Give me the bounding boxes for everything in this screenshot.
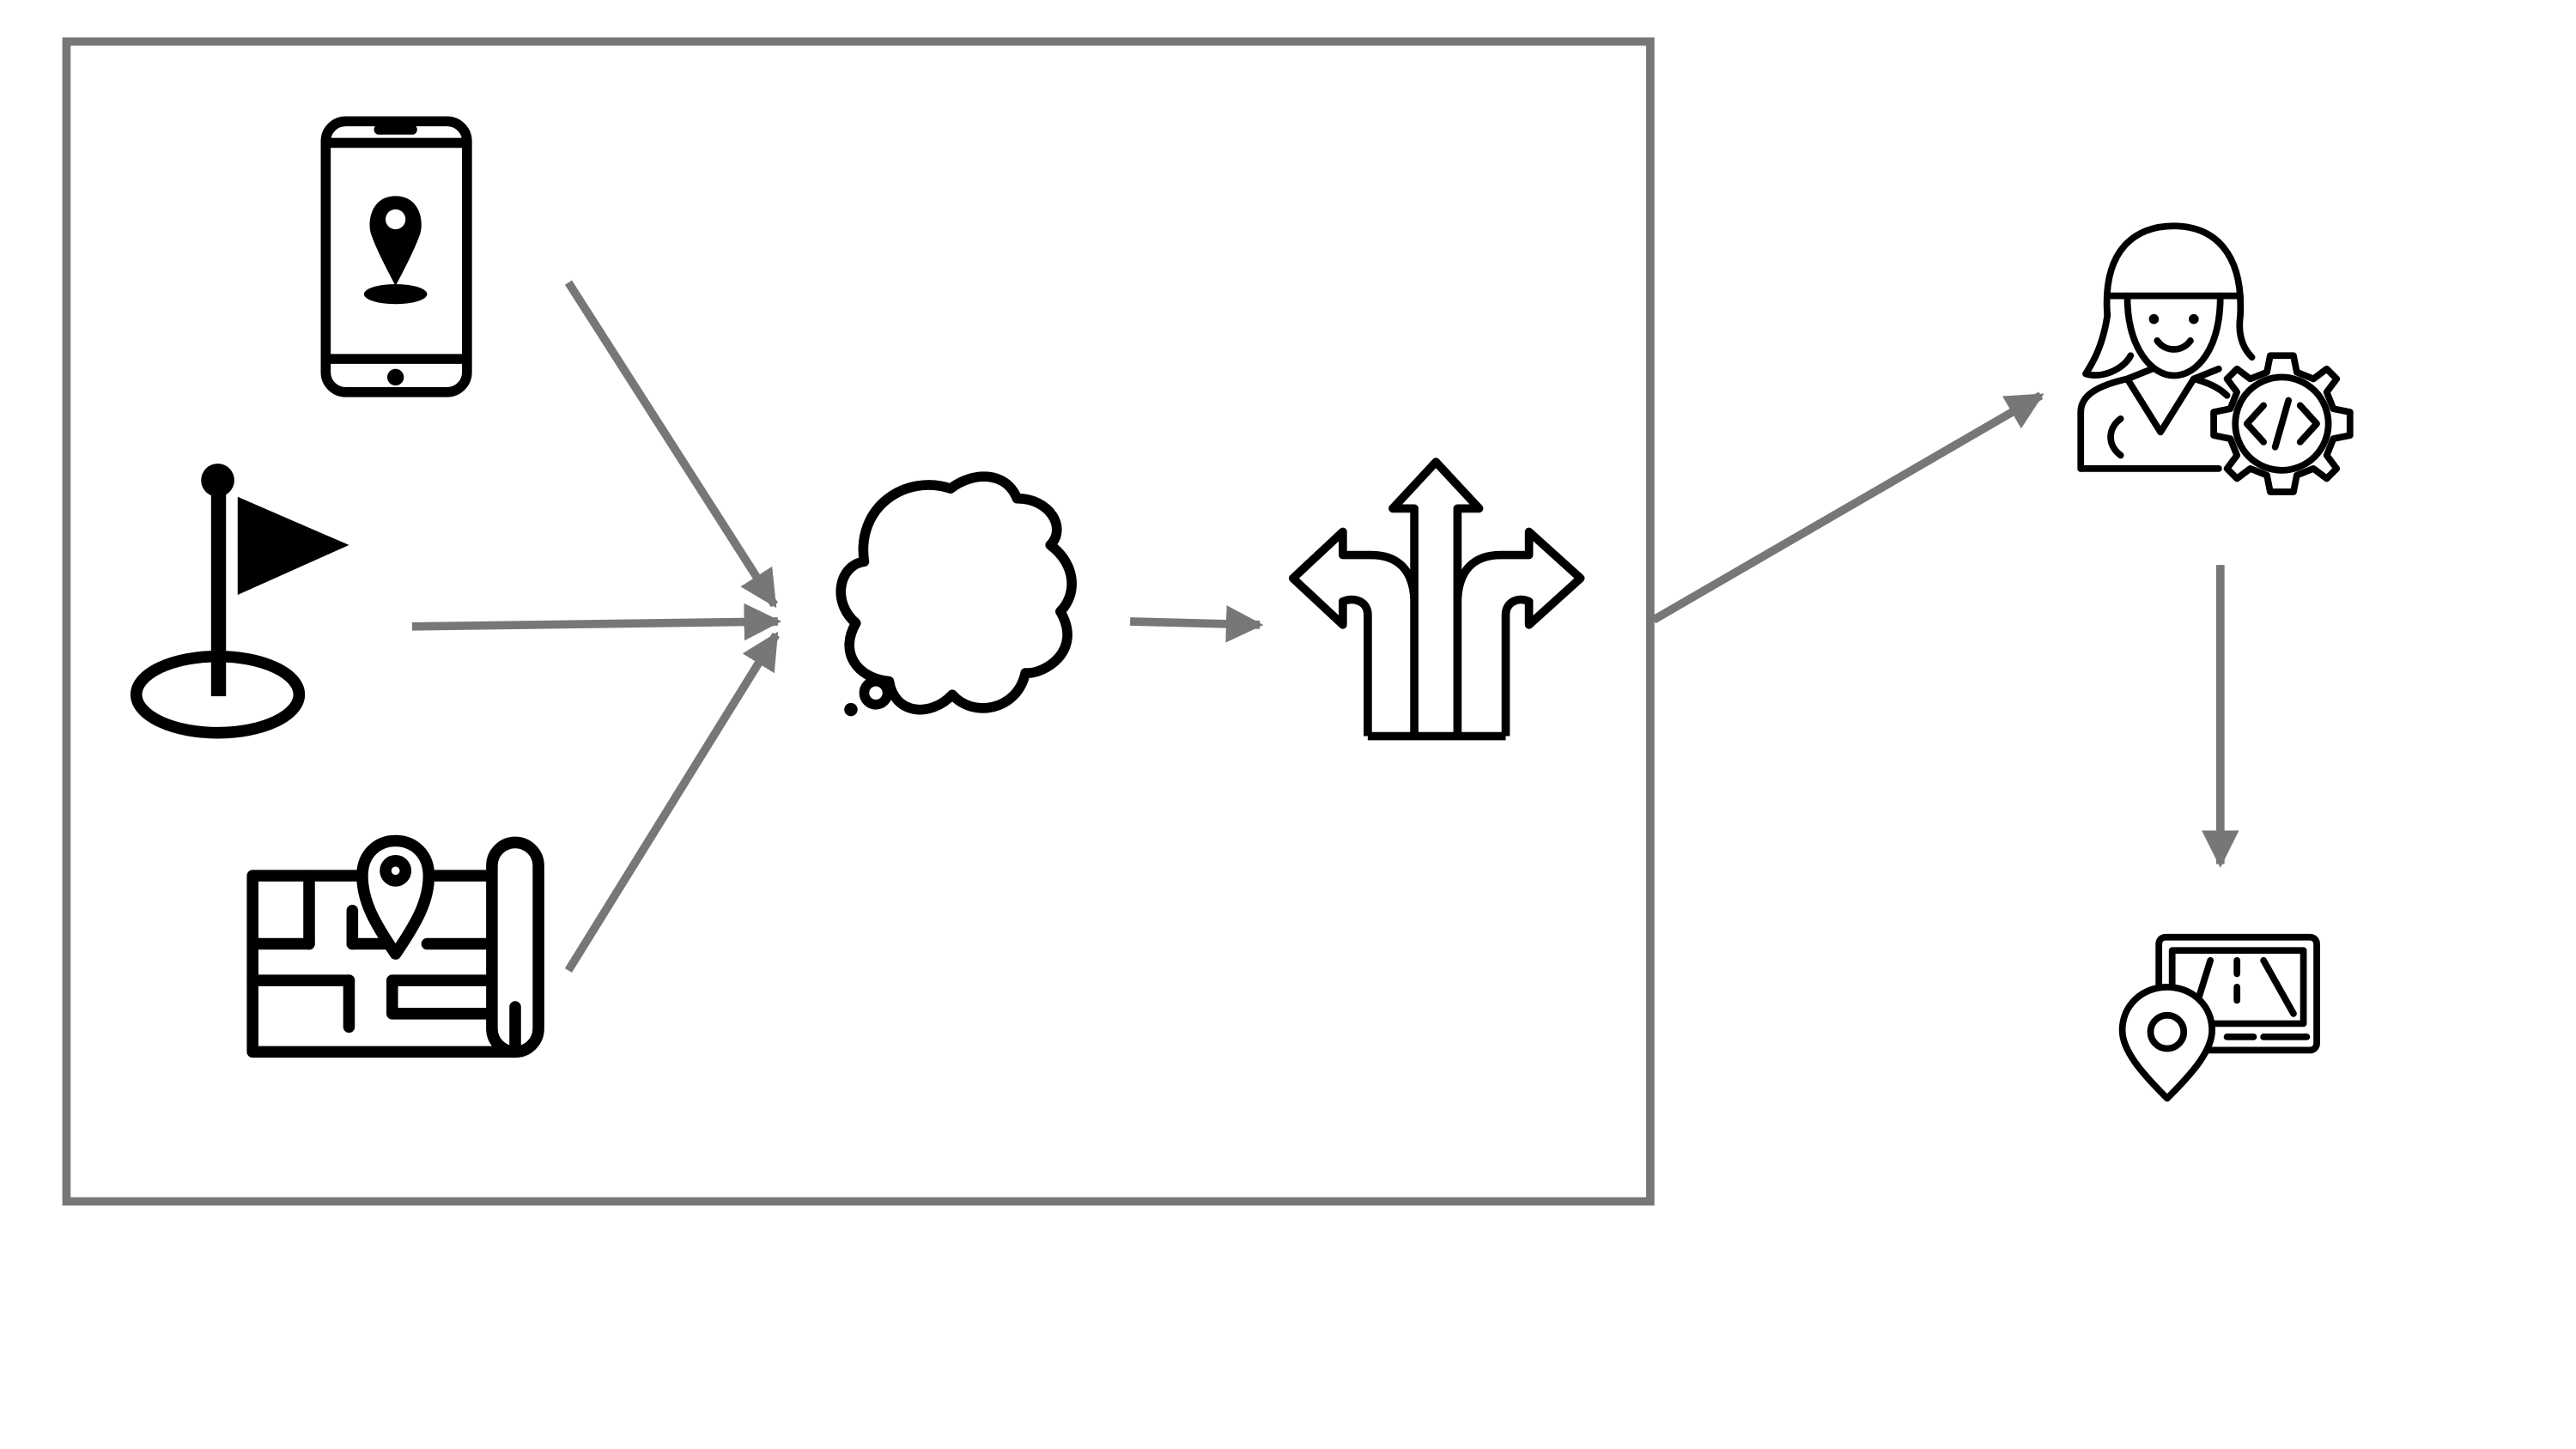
map-pin-icon (246, 834, 544, 1058)
smartphone-location-icon (320, 116, 472, 397)
arrow-box-to-developer (1651, 391, 2044, 624)
destination-flag-icon (130, 464, 349, 739)
arrow-map-to-cloud (564, 631, 780, 973)
gps-navigator-icon (2118, 933, 2320, 1102)
arrow-phone-to-cloud (564, 280, 779, 609)
arrow-cloud-to-directions (1130, 605, 1264, 643)
connector-arrows (411, 280, 2239, 973)
developer-gear-icon (2077, 222, 2354, 495)
arrow-flag-to-cloud (411, 603, 782, 641)
group-box (62, 37, 1655, 1206)
direction-arrows-icon (1288, 458, 1585, 741)
thought-cloud-icon (835, 471, 1077, 717)
